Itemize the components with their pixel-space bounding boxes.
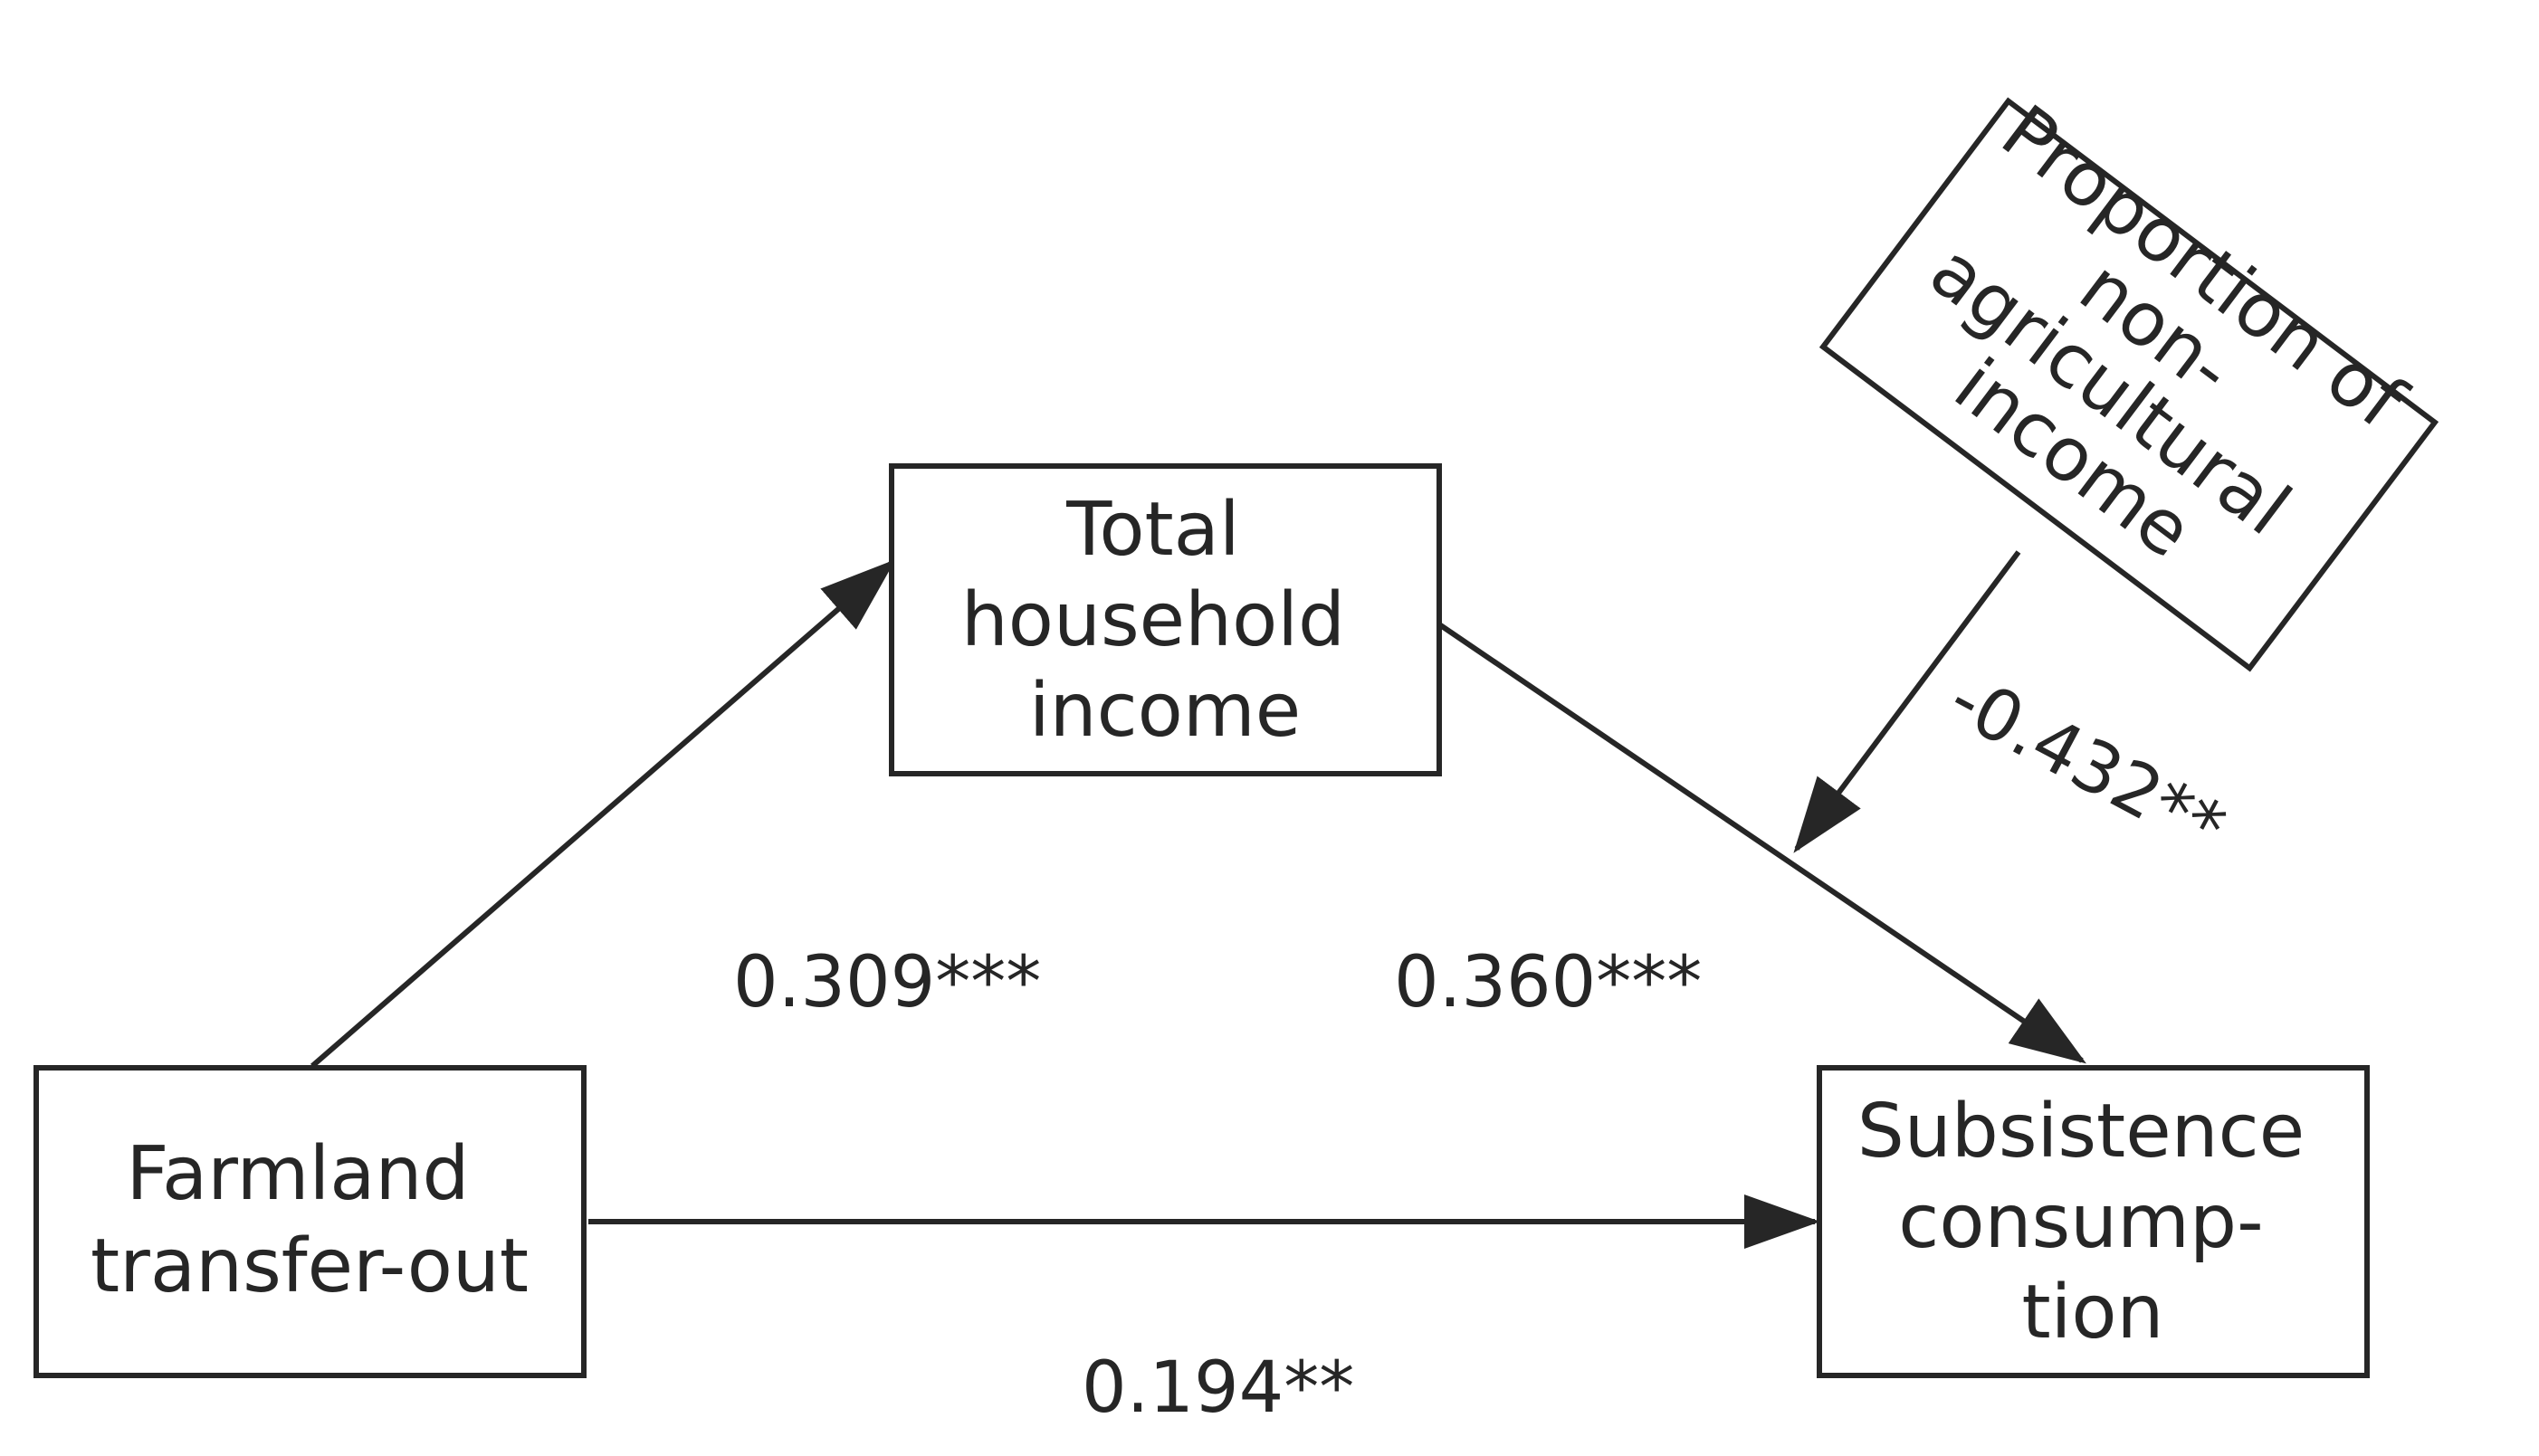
svg-text:Farmland transfer-out: Farmland transfer-out — [91, 1131, 529, 1309]
coef-moderation: -0.432** — [1936, 658, 2238, 870]
node-income-line-2: household — [961, 577, 1345, 663]
node-income-line-3: income — [1029, 668, 1301, 754]
arrow-moderation — [1793, 550, 2021, 853]
coef-income-to-consumption: 0.360*** — [1394, 942, 1702, 1023]
svg-text:Subsistence consump-: Subsistence consump- tion — [1857, 1089, 2328, 1356]
node-farmland-line-1: Farmland — [126, 1131, 469, 1217]
node-proportion-non-agricultural-income: Proportion of non- agricultural income — [1818, 89, 2439, 672]
svg-text:Total household in: Total household income — [961, 487, 1369, 754]
node-income-line-1: Total — [1065, 487, 1240, 573]
node-total-household-income: Total household income — [889, 463, 1442, 776]
arrow-income-to-consumption — [1437, 622, 2086, 1064]
node-subsistence-consumption: Subsistence consump- tion — [1817, 1065, 2370, 1378]
coef-farmland-to-consumption: 0.194** — [1082, 1347, 1354, 1429]
node-farmland-transfer-out: Farmland transfer-out — [33, 1065, 587, 1378]
node-consumption-line-3: tion — [2021, 1270, 2163, 1356]
coef-farmland-to-income: 0.309*** — [733, 942, 1041, 1023]
arrow-farmland-to-income — [310, 559, 896, 1069]
node-consumption-line-2: consump- — [1898, 1179, 2263, 1265]
node-farmland-line-2: transfer-out — [91, 1223, 529, 1309]
node-consumption-line-1: Subsistence — [1857, 1089, 2305, 1175]
